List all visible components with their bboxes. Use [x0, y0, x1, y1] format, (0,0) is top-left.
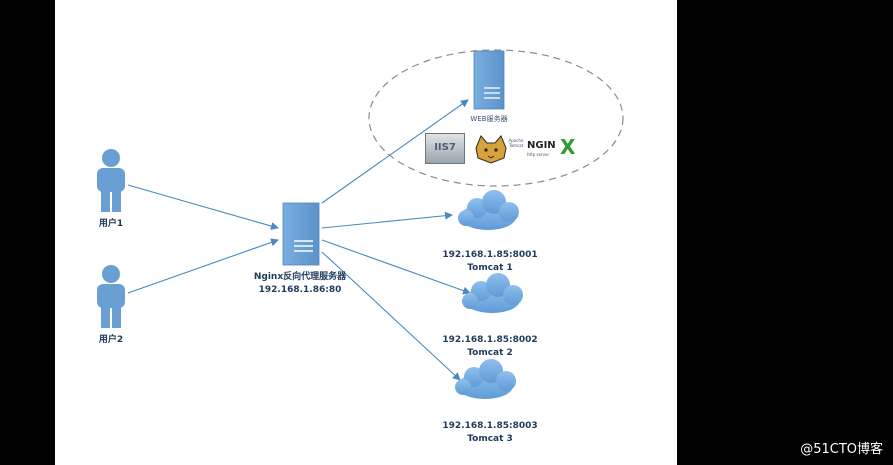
proxy-server-icon [282, 202, 320, 266]
user1-label: 用户1 [98, 219, 124, 229]
proxy-address-label: 192.168.1.86:80 [258, 285, 342, 295]
tomcat3-name-label: Tomcat 3 [467, 434, 513, 444]
cloud-icon [455, 359, 516, 399]
nginx-logo-sub: http server [527, 152, 550, 157]
iis7-logo: IIS7 [425, 133, 465, 164]
connector-proxy-web [321, 99, 469, 204]
connector-proxy-tomcat3 [321, 251, 461, 381]
tomcat1-address-label: 192.168.1.85:8001 [442, 250, 538, 260]
connector-proxy-tomcat1 [321, 211, 453, 229]
nginx-logo-x: X [560, 135, 576, 159]
tomcat-logo-text: Apache Tomcat [508, 138, 524, 148]
connector-user1-proxy [127, 184, 279, 230]
web-server-group-boundary [368, 49, 624, 187]
tomcat2-address-label: 192.168.1.85:8002 [442, 335, 538, 345]
tomcat2-name-label: Tomcat 2 [467, 348, 513, 358]
web-server-label: WEB服务器 [470, 115, 508, 123]
cloud-icon [458, 190, 519, 230]
connection-lines [127, 99, 471, 381]
user-icon [97, 149, 125, 212]
nginx-logo: NGIN X http server [527, 135, 575, 161]
connector-proxy-tomcat2 [321, 239, 471, 295]
canvas-background [55, 0, 677, 465]
user2-label: 用户2 [98, 335, 124, 345]
watermark: @51CTO博客 [800, 442, 883, 457]
proxy-name-label: Nginx反向代理服务器 [253, 272, 347, 282]
web-server-icon [473, 50, 505, 110]
tomcat-logo-icon [475, 135, 507, 164]
tomcat3-address-label: 192.168.1.85:8003 [442, 421, 538, 431]
cloud-icon [462, 273, 523, 313]
user-icon [97, 265, 125, 328]
nginx-logo-text: NGIN [527, 140, 556, 151]
tomcat1-name-label: Tomcat 1 [467, 263, 513, 273]
iis7-logo-text: IIS7 [434, 142, 456, 153]
connector-user2-proxy [127, 238, 279, 294]
